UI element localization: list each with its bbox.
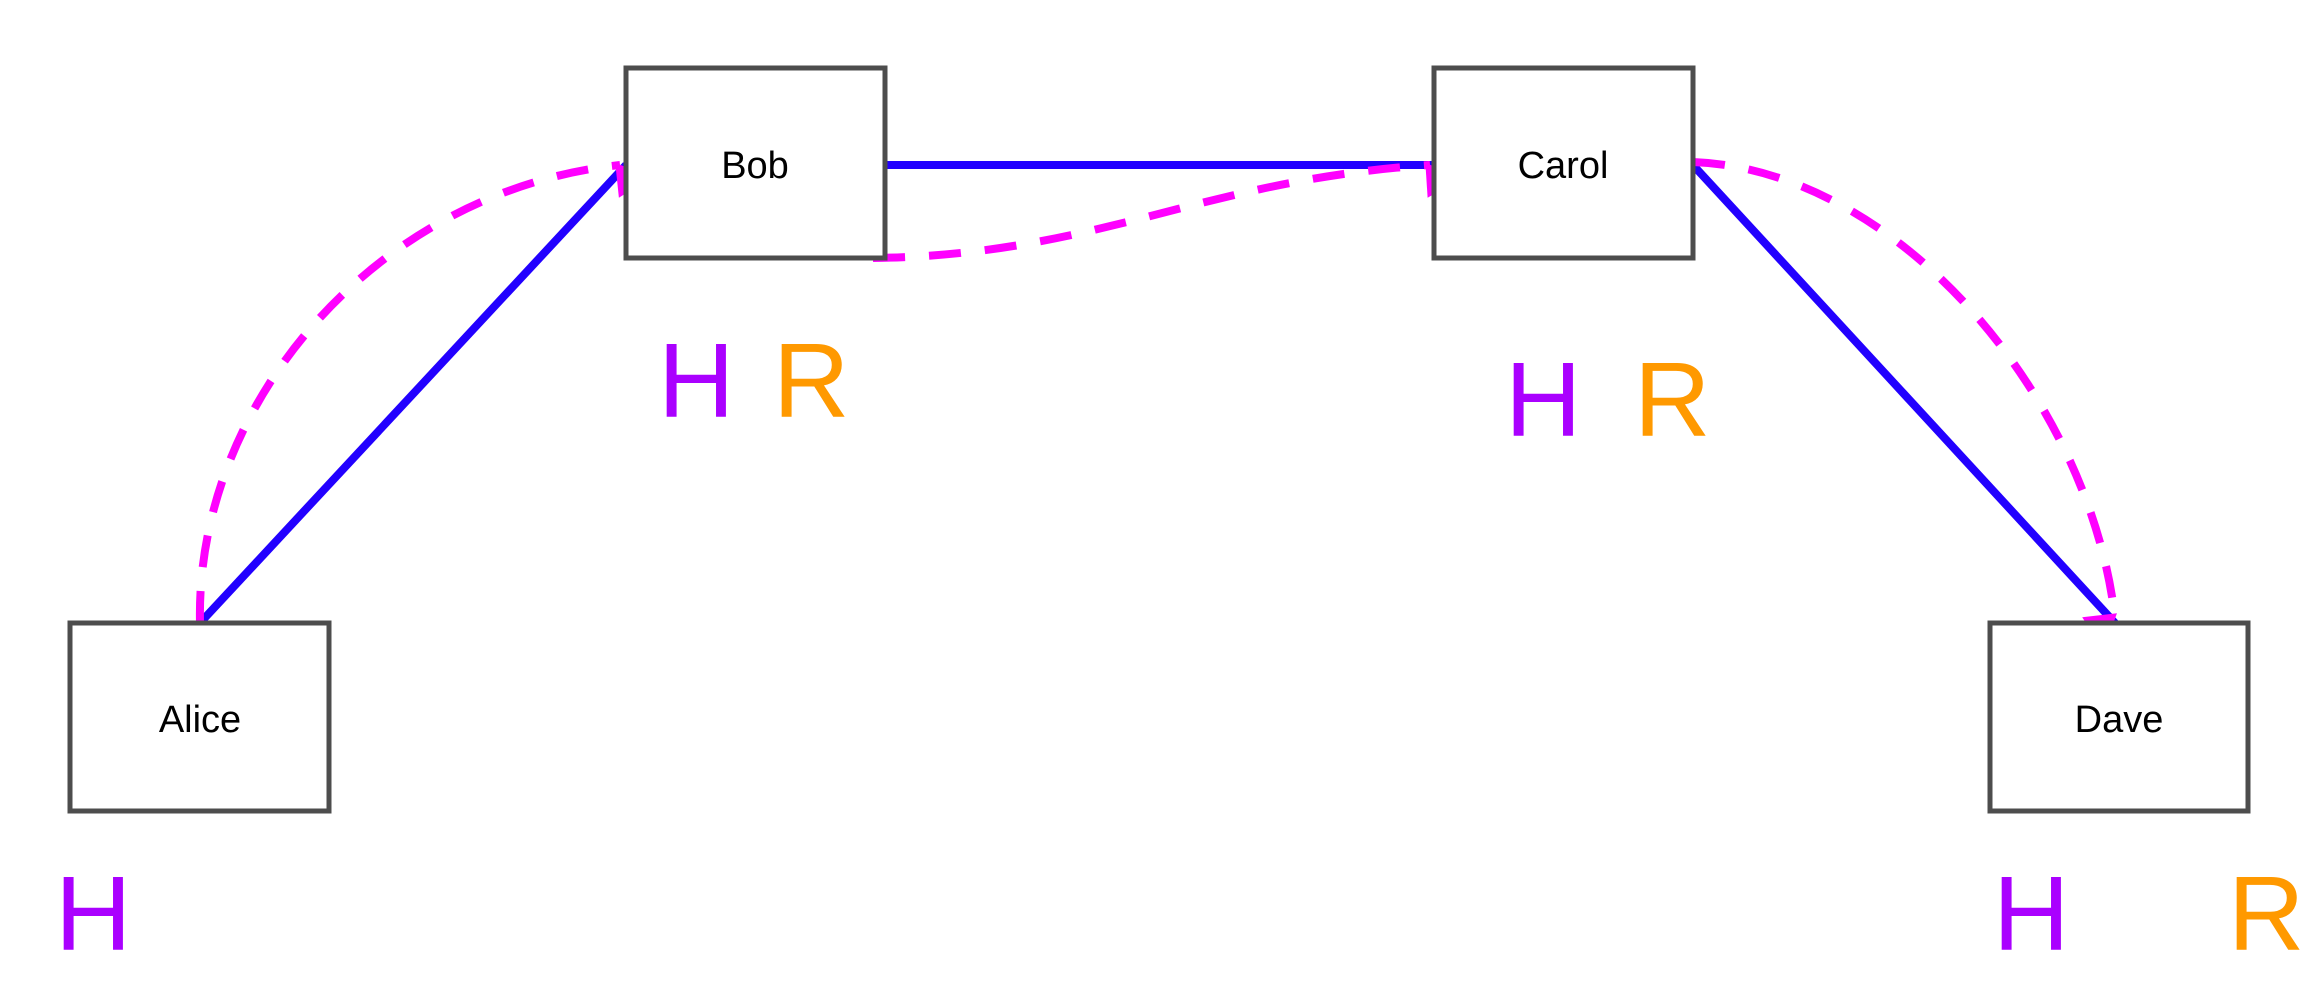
node-label: Alice [159,699,241,741]
edge-alice-bob [197,162,629,626]
tag-h-carol: H [1505,341,1582,459]
dashed-edge-carol-dave [1692,158,2119,651]
node-label: Carol [1518,145,1609,187]
node-carol: Carol [1431,65,1696,261]
tag-r-bob: R [773,322,850,440]
tag-r-dave: R [2228,855,2304,973]
node-label: Bob [721,145,789,187]
node-bob: Bob [623,65,888,261]
node-alice: Alice [67,620,332,814]
edge-carol-dave [1690,162,2118,626]
node-dave: Dave [1987,620,2251,814]
node-label: Dave [2075,699,2164,741]
dashed-edge-bob-carol [872,161,1462,262]
tag-h-alice: H [55,855,132,973]
tag-r-carol: R [1634,341,1711,459]
tag-h-bob: H [658,322,735,440]
tag-h-dave: H [1993,855,2070,973]
dashed-edge-alice-bob [195,161,652,624]
